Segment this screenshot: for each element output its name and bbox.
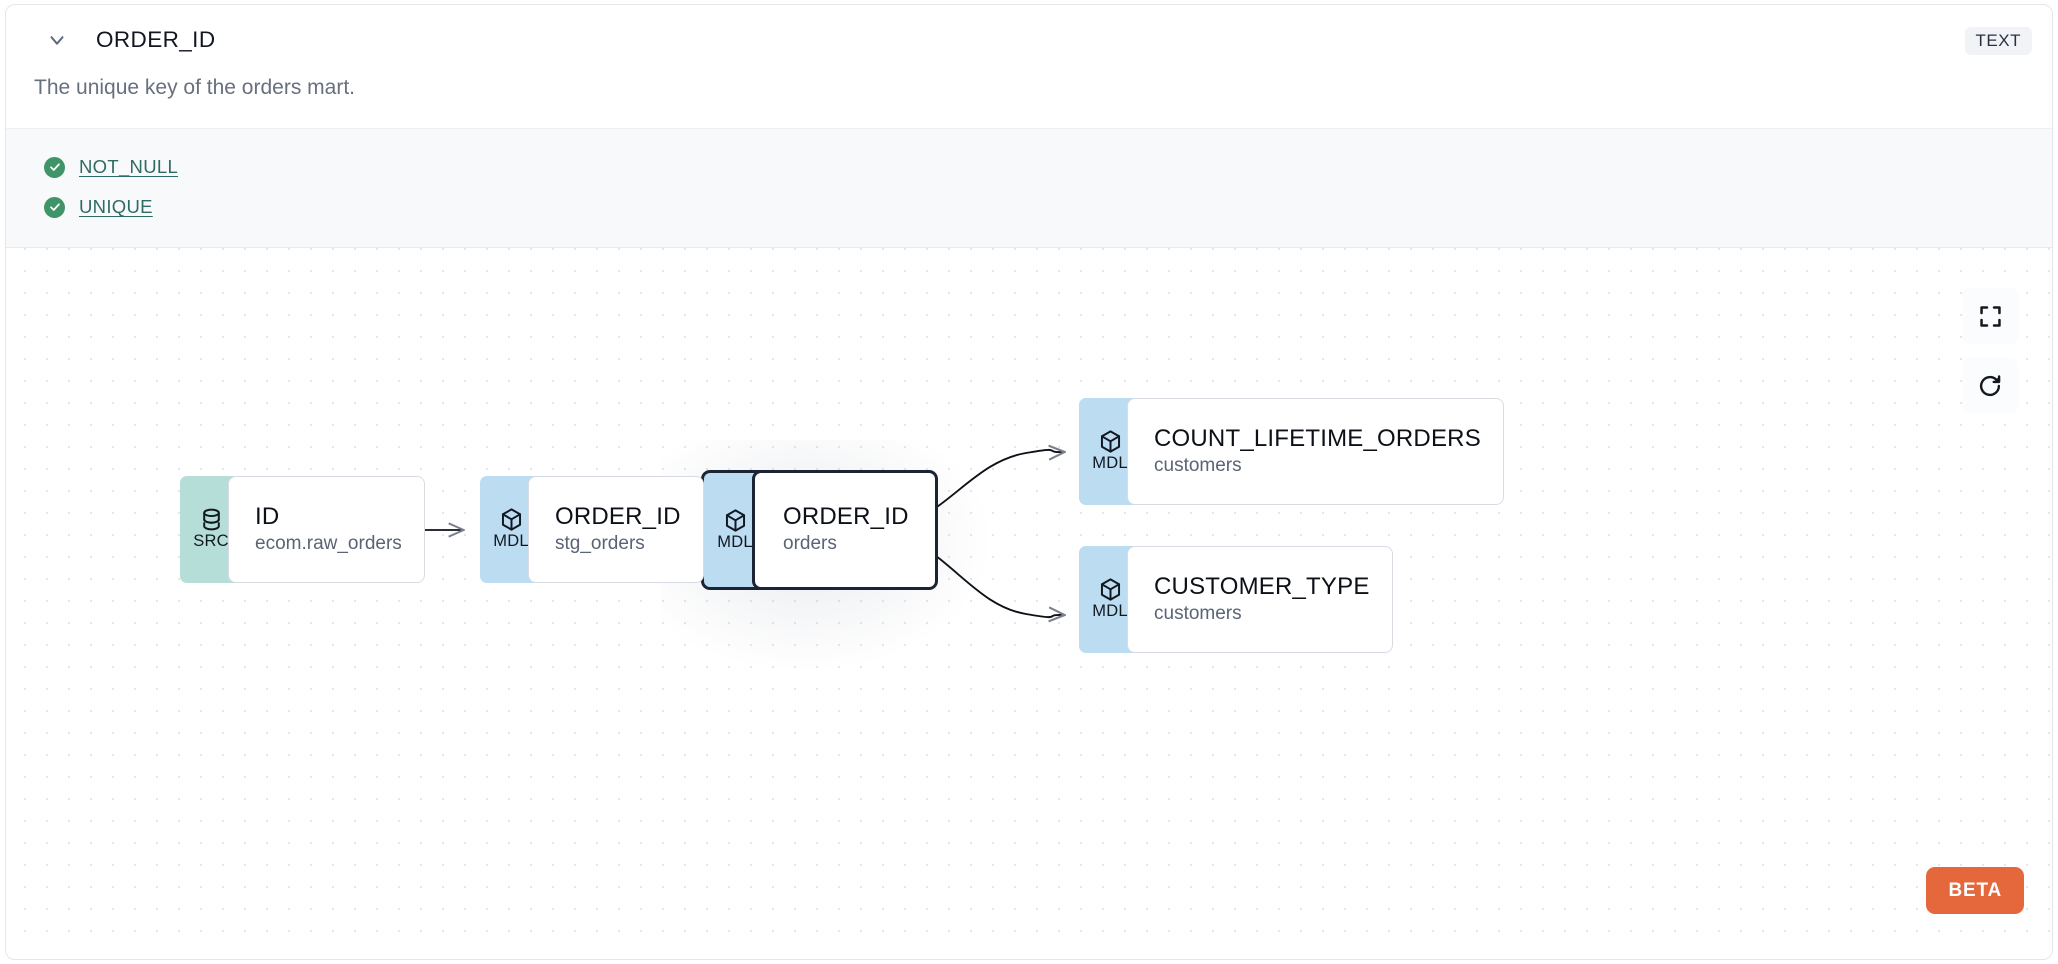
node-badge-label: SRC: [193, 532, 229, 551]
node-name: ORDER_ID: [555, 502, 681, 530]
cube-icon: [1098, 577, 1123, 602]
test-row[interactable]: UNIQUE: [6, 187, 2052, 227]
node-badge-label: MDL: [1092, 454, 1128, 473]
test-link-not-null[interactable]: NOT_NULL: [79, 156, 179, 178]
cube-icon: [723, 508, 748, 533]
node-name: ID: [255, 502, 280, 530]
lineage-edges: [347, 248, 2052, 940]
check-circle-icon: [44, 196, 65, 218]
chevron-down-icon[interactable]: [42, 25, 72, 55]
fit-view-button[interactable]: [1962, 288, 2018, 345]
column-type-badge: TEXT: [1964, 27, 2032, 55]
lineage-node-orders-selected[interactable]: MDL ORDER_ID orders: [661, 440, 1018, 691]
panel-header: ORDER_ID TEXT: [6, 5, 2052, 75]
fit-screen-icon: [1978, 304, 2003, 329]
refresh-icon: [1977, 373, 2003, 399]
database-icon: [199, 507, 224, 532]
test-row[interactable]: NOT_NULL: [6, 147, 2052, 187]
node-subtitle: ecom.raw_orders: [255, 532, 402, 554]
node-name: CUSTOMER_TYPE: [1154, 572, 1370, 600]
cube-icon: [499, 507, 524, 532]
lineage-node-stg-orders[interactable]: MDL ORDER_ID stg_orders: [480, 476, 704, 584]
node-badge-label: MDL: [717, 532, 753, 551]
node-subtitle: stg_orders: [555, 532, 645, 554]
node-badge-label: MDL: [1092, 602, 1128, 621]
check-circle-icon: [44, 156, 65, 178]
node-subtitle: customers: [1154, 454, 1242, 476]
tests-section: NOT_NULL UNIQUE: [6, 128, 2052, 249]
lineage-node-src-id[interactable]: SRC ID ecom.raw_orders: [180, 476, 425, 584]
node-name: COUNT_LIFETIME_ORDERS: [1154, 424, 1481, 452]
page-title: ORDER_ID: [96, 27, 216, 52]
column-description: The unique key of the orders mart.: [34, 76, 355, 99]
lineage-node-count-lifetime-orders[interactable]: MDL COUNT_LIFETIME_ORDERS customers: [1079, 398, 1504, 506]
node-name: ORDER_ID: [783, 503, 909, 531]
node-body: COUNT_LIFETIME_ORDERS customers: [1127, 398, 1504, 506]
lineage-node-customer-type[interactable]: MDL CUSTOMER_TYPE customers: [1079, 546, 1393, 654]
reset-view-button[interactable]: [1962, 358, 2018, 415]
node-body: ORDER_ID stg_orders: [528, 476, 704, 584]
node-body: ID ecom.raw_orders: [228, 476, 425, 584]
test-link-unique[interactable]: UNIQUE: [79, 196, 153, 218]
node-badge-label: MDL: [493, 532, 529, 551]
node-body: CUSTOMER_TYPE customers: [1127, 546, 1393, 654]
column-detail-panel: ORDER_ID TEXT The unique key of the orde…: [5, 4, 2053, 960]
node-subtitle: customers: [1154, 602, 1242, 624]
lineage-graph[interactable]: SRC ID ecom.raw_orders MDL ORDE: [6, 248, 2052, 941]
beta-badge[interactable]: BETA: [1926, 867, 2024, 915]
node-subtitle: orders: [783, 533, 837, 555]
node-body: ORDER_ID orders: [752, 470, 938, 591]
cube-icon: [1098, 429, 1123, 454]
